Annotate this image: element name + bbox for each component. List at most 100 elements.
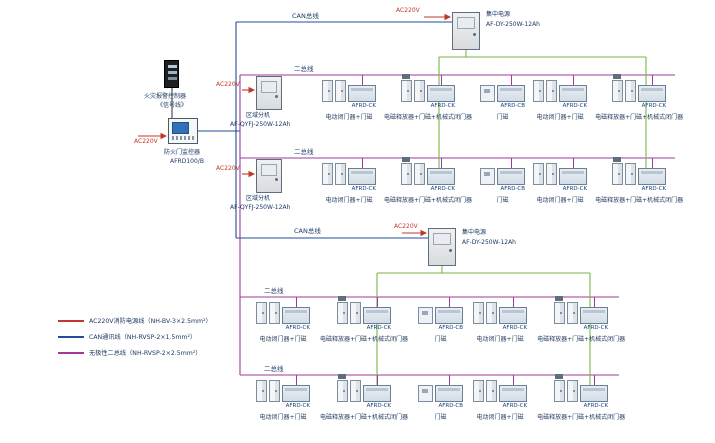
- bus-stub-line: [512, 297, 514, 307]
- central-supply-cabinet-icon: [428, 228, 456, 266]
- door-leaf-icon: [401, 157, 413, 185]
- module-column: AFRD-CK: [499, 297, 528, 331]
- device-hardware: AFRD-CB: [418, 375, 464, 409]
- device-group: AFRD-CK 电磁释放器+门磁+机械式闭门器: [320, 374, 408, 421]
- door-leaf-icon: [473, 380, 485, 402]
- device-group-label: 电磁释放器+门磁+机械式闭门器: [537, 336, 626, 343]
- device-hardware: AFRD-CK: [256, 375, 310, 409]
- door-leaf-icon: [533, 80, 545, 102]
- device-group: AFRD-CK 电动闭门器+门磁: [533, 75, 588, 121]
- module-column: AFRD-CK: [427, 75, 456, 109]
- device-group: AFRD-CK 电动闭门器+门磁: [473, 375, 528, 421]
- central-supply-name-label: 集中电源: [486, 11, 511, 18]
- device-group: AFRD-CB 门磁: [480, 158, 526, 204]
- region-unit-power-label: AC220V: [216, 81, 240, 88]
- door-monitor-icon: [168, 118, 198, 144]
- device-group-label: 电动闭门器+门磁: [325, 114, 373, 121]
- monitor-name-label: 防火门监控器: [164, 149, 201, 156]
- device-hardware: AFRD-CK: [533, 158, 588, 192]
- device-hardware: AFRD-CB: [480, 158, 526, 192]
- door-leaf-icon: [335, 80, 346, 102]
- central-supply-power-label: AC220V: [394, 223, 418, 230]
- device-hardware: AFRD-CK: [401, 157, 456, 192]
- device-group: AFRD-CK 电磁释放器+门磁+机械式闭门器: [595, 157, 683, 204]
- device-hardware: AFRD-CK: [322, 158, 376, 192]
- bus-stub-line: [376, 375, 378, 385]
- signal-line-label: 《信号线》: [157, 102, 188, 109]
- bus-stub-line: [510, 158, 512, 168]
- bus-stub-line: [361, 75, 363, 85]
- device-hardware: AFRD-CK: [612, 157, 667, 192]
- device-group-label: 门磁: [434, 414, 447, 421]
- module-label: AFRD-CB: [438, 403, 464, 409]
- two-wire-bus-label: 二总线: [294, 65, 314, 73]
- module-label: AFRD-CK: [502, 403, 528, 409]
- module-column: AFRD-CK: [282, 297, 310, 331]
- door-leaf-icon: [567, 380, 579, 402]
- device-group-label: 电动闭门器+门磁: [476, 336, 524, 343]
- door-leaf-icon: [567, 302, 579, 324]
- bus-stub-line: [593, 297, 595, 307]
- module-label: AFRD-CB: [500, 103, 526, 109]
- device-hardware: AFRD-CK: [322, 75, 376, 109]
- device-hardware: AFRD-CK: [337, 296, 392, 331]
- bus-stub-line: [572, 158, 574, 168]
- afrd-module-icon: [559, 168, 588, 185]
- door-leaf-icon: [486, 380, 498, 402]
- afrd-module-icon: [427, 85, 456, 102]
- device-hardware: AFRD-CK: [533, 75, 588, 109]
- module-column: AFRD-CB: [435, 375, 464, 409]
- central-supply-model-label: AF-DY-250W-12Ah: [486, 21, 540, 28]
- module-label: AFRD-CB: [438, 325, 464, 331]
- device-group: AFRD-CK 电磁释放器+门磁+机械式闭门器: [595, 74, 683, 121]
- module-column: AFRD-CK: [638, 158, 667, 192]
- door-leaf-icon: [256, 302, 267, 324]
- device-row-4: AFRD-CK 电动闭门器+门磁 AFRD-CK 电磁释放器+门磁+机械式闭门器: [256, 374, 625, 421]
- legend-item: CAN通讯线（NH-RVSP-2×1.5mm²）: [58, 332, 212, 341]
- afrd-module-icon: [363, 385, 392, 402]
- region-unit-model-label: AF-QYFJ-250W-12Ah: [230, 204, 291, 211]
- device-group: AFRD-CK 电磁释放器+门磁+机械式闭门器: [384, 74, 472, 121]
- door-leaf-icon: [256, 380, 267, 402]
- door-leaf-icon: [269, 380, 280, 402]
- device-group: AFRD-CK 电动闭门器+门磁: [322, 158, 376, 204]
- door-leaf-icon: [546, 80, 558, 102]
- device-group: AFRD-CK 电磁释放器+门磁+机械式闭门器: [384, 157, 472, 204]
- module-column: AFRD-CK: [638, 75, 667, 109]
- fire-alarm-controller-icon: [164, 60, 179, 88]
- device-hardware: AFRD-CK: [554, 374, 609, 409]
- door-leaf-icon: [350, 380, 362, 402]
- device-row-3: AFRD-CK 电动闭门器+门磁 AFRD-CK 电磁释放器+门磁+机械式闭门器: [256, 296, 626, 343]
- device-hardware: AFRD-CK: [612, 74, 667, 109]
- afrd-module-icon: [435, 307, 464, 324]
- device-hardware: AFRD-CB: [480, 75, 526, 109]
- device-group-label: 电动闭门器+门磁: [259, 414, 307, 421]
- door-leaf-icon: [486, 302, 498, 324]
- device-hardware: AFRD-CK: [473, 297, 528, 331]
- door-leaf-icon: [546, 163, 558, 185]
- monitor-buttons-icon: [172, 136, 194, 140]
- bus-stub-line: [295, 297, 297, 307]
- module-column: AFRD-CK: [363, 375, 392, 409]
- device-group-label: 电动闭门器+门磁: [536, 114, 584, 121]
- afrd-module-icon: [497, 85, 526, 102]
- device-hardware: AFRD-CK: [401, 74, 456, 109]
- legend-label: CAN通讯线（NH-RVSP-2×1.5mm²）: [89, 334, 197, 341]
- device-group: AFRD-CB 门磁: [418, 297, 464, 343]
- bus-stub-line: [510, 75, 512, 85]
- module-column: AFRD-CB: [497, 158, 526, 192]
- module-label: AFRD-CK: [502, 325, 528, 331]
- two-wire-bus-label: 二总线: [294, 148, 314, 156]
- device-hardware: AFRD-CK: [256, 297, 310, 331]
- device-hardware: AFRD-CK: [554, 296, 609, 331]
- afrd-module-icon: [559, 85, 588, 102]
- module-column: AFRD-CK: [580, 375, 609, 409]
- central-supply-power-label: AC220V: [396, 7, 420, 14]
- afrd-module-icon: [348, 85, 376, 102]
- device-group-label: 电动闭门器+门磁: [536, 197, 584, 204]
- door-leaf-icon: [533, 163, 545, 185]
- door-leaf-icon: [269, 302, 280, 324]
- afrd-module-icon: [638, 168, 667, 185]
- device-group: AFRD-CK 电动闭门器+门磁: [256, 375, 310, 421]
- monitor-power-label: AC220V: [134, 138, 158, 145]
